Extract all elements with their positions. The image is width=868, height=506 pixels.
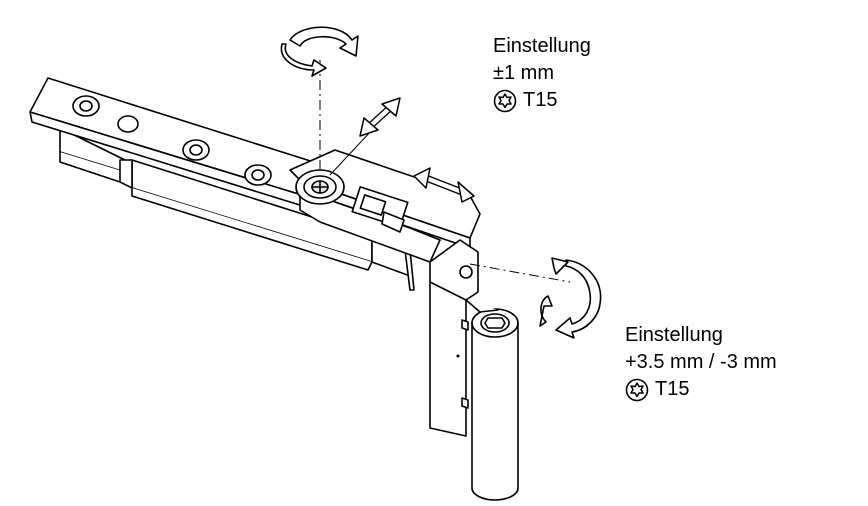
tool-row-top: T15 bbox=[493, 87, 591, 114]
adjustment-heading-side: Einstellung bbox=[625, 324, 723, 346]
tool-row-side: T15 bbox=[625, 376, 777, 403]
rotation-arrow-side-icon bbox=[539, 257, 602, 339]
torx-icon bbox=[625, 378, 649, 401]
hinge-arm bbox=[429, 239, 479, 437]
adjustment-screw bbox=[295, 169, 345, 205]
horizontal-axis-line bbox=[469, 263, 571, 283]
slider-rail bbox=[289, 149, 481, 263]
adjustment-label-side: Einstellung +3.5 mm / -3 mm T15 bbox=[625, 322, 777, 403]
rail-body bbox=[59, 127, 415, 291]
tool-size-side: T15 bbox=[655, 378, 690, 400]
hinge-pin bbox=[465, 299, 519, 501]
axis-lines bbox=[319, 60, 571, 283]
adjustment-heading-top: Einstellung bbox=[493, 35, 591, 57]
double-arrow-vertical-icon bbox=[359, 97, 401, 137]
adjustment-range-side: +3.5 mm / -3 mm bbox=[625, 351, 777, 373]
leader-line bbox=[329, 129, 373, 176]
mounting-plate bbox=[29, 77, 321, 207]
torx-icon bbox=[493, 89, 517, 112]
adjustment-label-top: Einstellung ±1 mm T15 bbox=[493, 33, 591, 114]
adjustment-range-top: ±1 mm bbox=[493, 62, 554, 84]
rotation-arrow-top-icon bbox=[280, 26, 359, 77]
double-arrow-horizontal-icon bbox=[413, 167, 475, 203]
hinge-dot bbox=[456, 354, 460, 358]
tool-size-top: T15 bbox=[523, 89, 558, 111]
